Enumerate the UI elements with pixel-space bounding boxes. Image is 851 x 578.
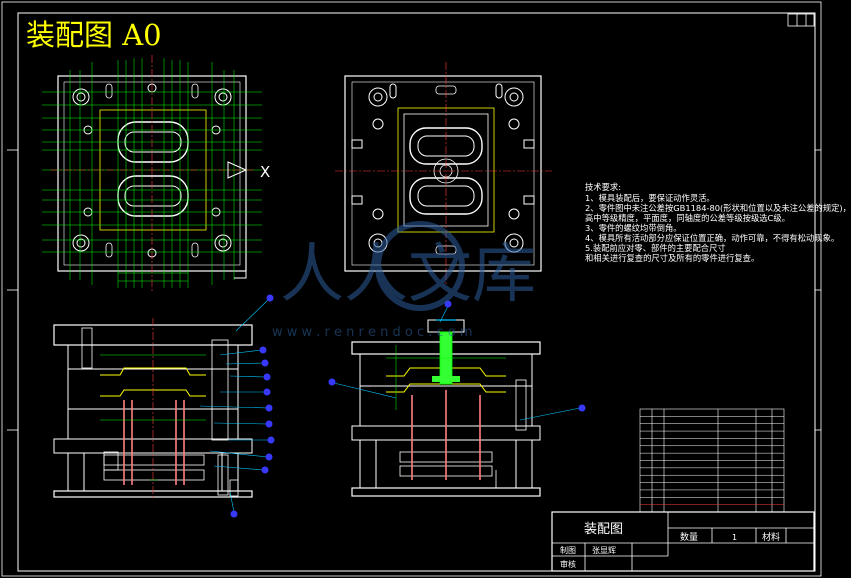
title-block xyxy=(551,511,815,572)
tech-requirements-heading: 技术要求: xyxy=(585,182,621,192)
tech-requirement-item: 2、零件图中未注公差按GB1184-80(形状和位置以及未注公差的规定)， xyxy=(585,203,851,213)
inner-frame xyxy=(17,12,816,572)
tech-requirement-item: 4、模具所有活动部分应保证位置正确，动作可靠，不得有松动现象。 xyxy=(585,233,840,243)
outer-frame xyxy=(1,1,822,577)
watermark-text: 人人文库 xyxy=(280,238,536,312)
title-block-quantity-value: 1 xyxy=(732,533,737,542)
hidden-lines-right xyxy=(386,345,506,410)
corner-mark xyxy=(787,13,815,27)
hidden-lines-left xyxy=(100,354,206,481)
top-view xyxy=(42,55,262,292)
title-block-checked-by-label: 审核 xyxy=(560,559,576,569)
watermark-url: w w w . r e n r e n d o c . c o m xyxy=(272,325,473,340)
title-block-quantity-label: 数量 xyxy=(680,531,698,543)
part-balloons-left xyxy=(199,294,275,518)
tech-requirement-item: 3、零件的螺纹均带倒角。 xyxy=(585,223,682,233)
title-block-drawn-by-label: 制图 xyxy=(560,545,576,555)
tech-requirement-item: 高中等级精度，平面度，同轴度的公差等级按级选C级。 xyxy=(585,213,790,223)
section-marker-label: X xyxy=(260,163,270,181)
tech-requirement-item: 和相关进行复查的尺寸及所有的零件进行复查。 xyxy=(585,253,760,263)
title-block-drawing-name: 装配图 xyxy=(584,522,623,537)
title-block-drawn-by-name: 张显辉 xyxy=(592,546,616,555)
assembly-drawing: 装配图 A0 xyxy=(1,1,822,577)
title-block-material-label: 材料 xyxy=(762,531,780,543)
part-balloons-right xyxy=(328,300,586,421)
tech-requirement-item: 1、模具装配后，要保证动作灵活。 xyxy=(585,193,715,203)
drawing-title: 装配图 A0 xyxy=(26,18,162,52)
tech-requirement-item: 5.装配前应对零、部件的主要配合尺寸 xyxy=(585,243,726,253)
ejector-pins-left xyxy=(123,400,185,485)
watermark: 人人文库 w w w . r e n r e n d o c . c o m xyxy=(272,221,536,340)
parts-list-rows xyxy=(640,416,784,505)
frame-ticks xyxy=(7,149,821,431)
ejector-pins-right xyxy=(411,390,481,480)
